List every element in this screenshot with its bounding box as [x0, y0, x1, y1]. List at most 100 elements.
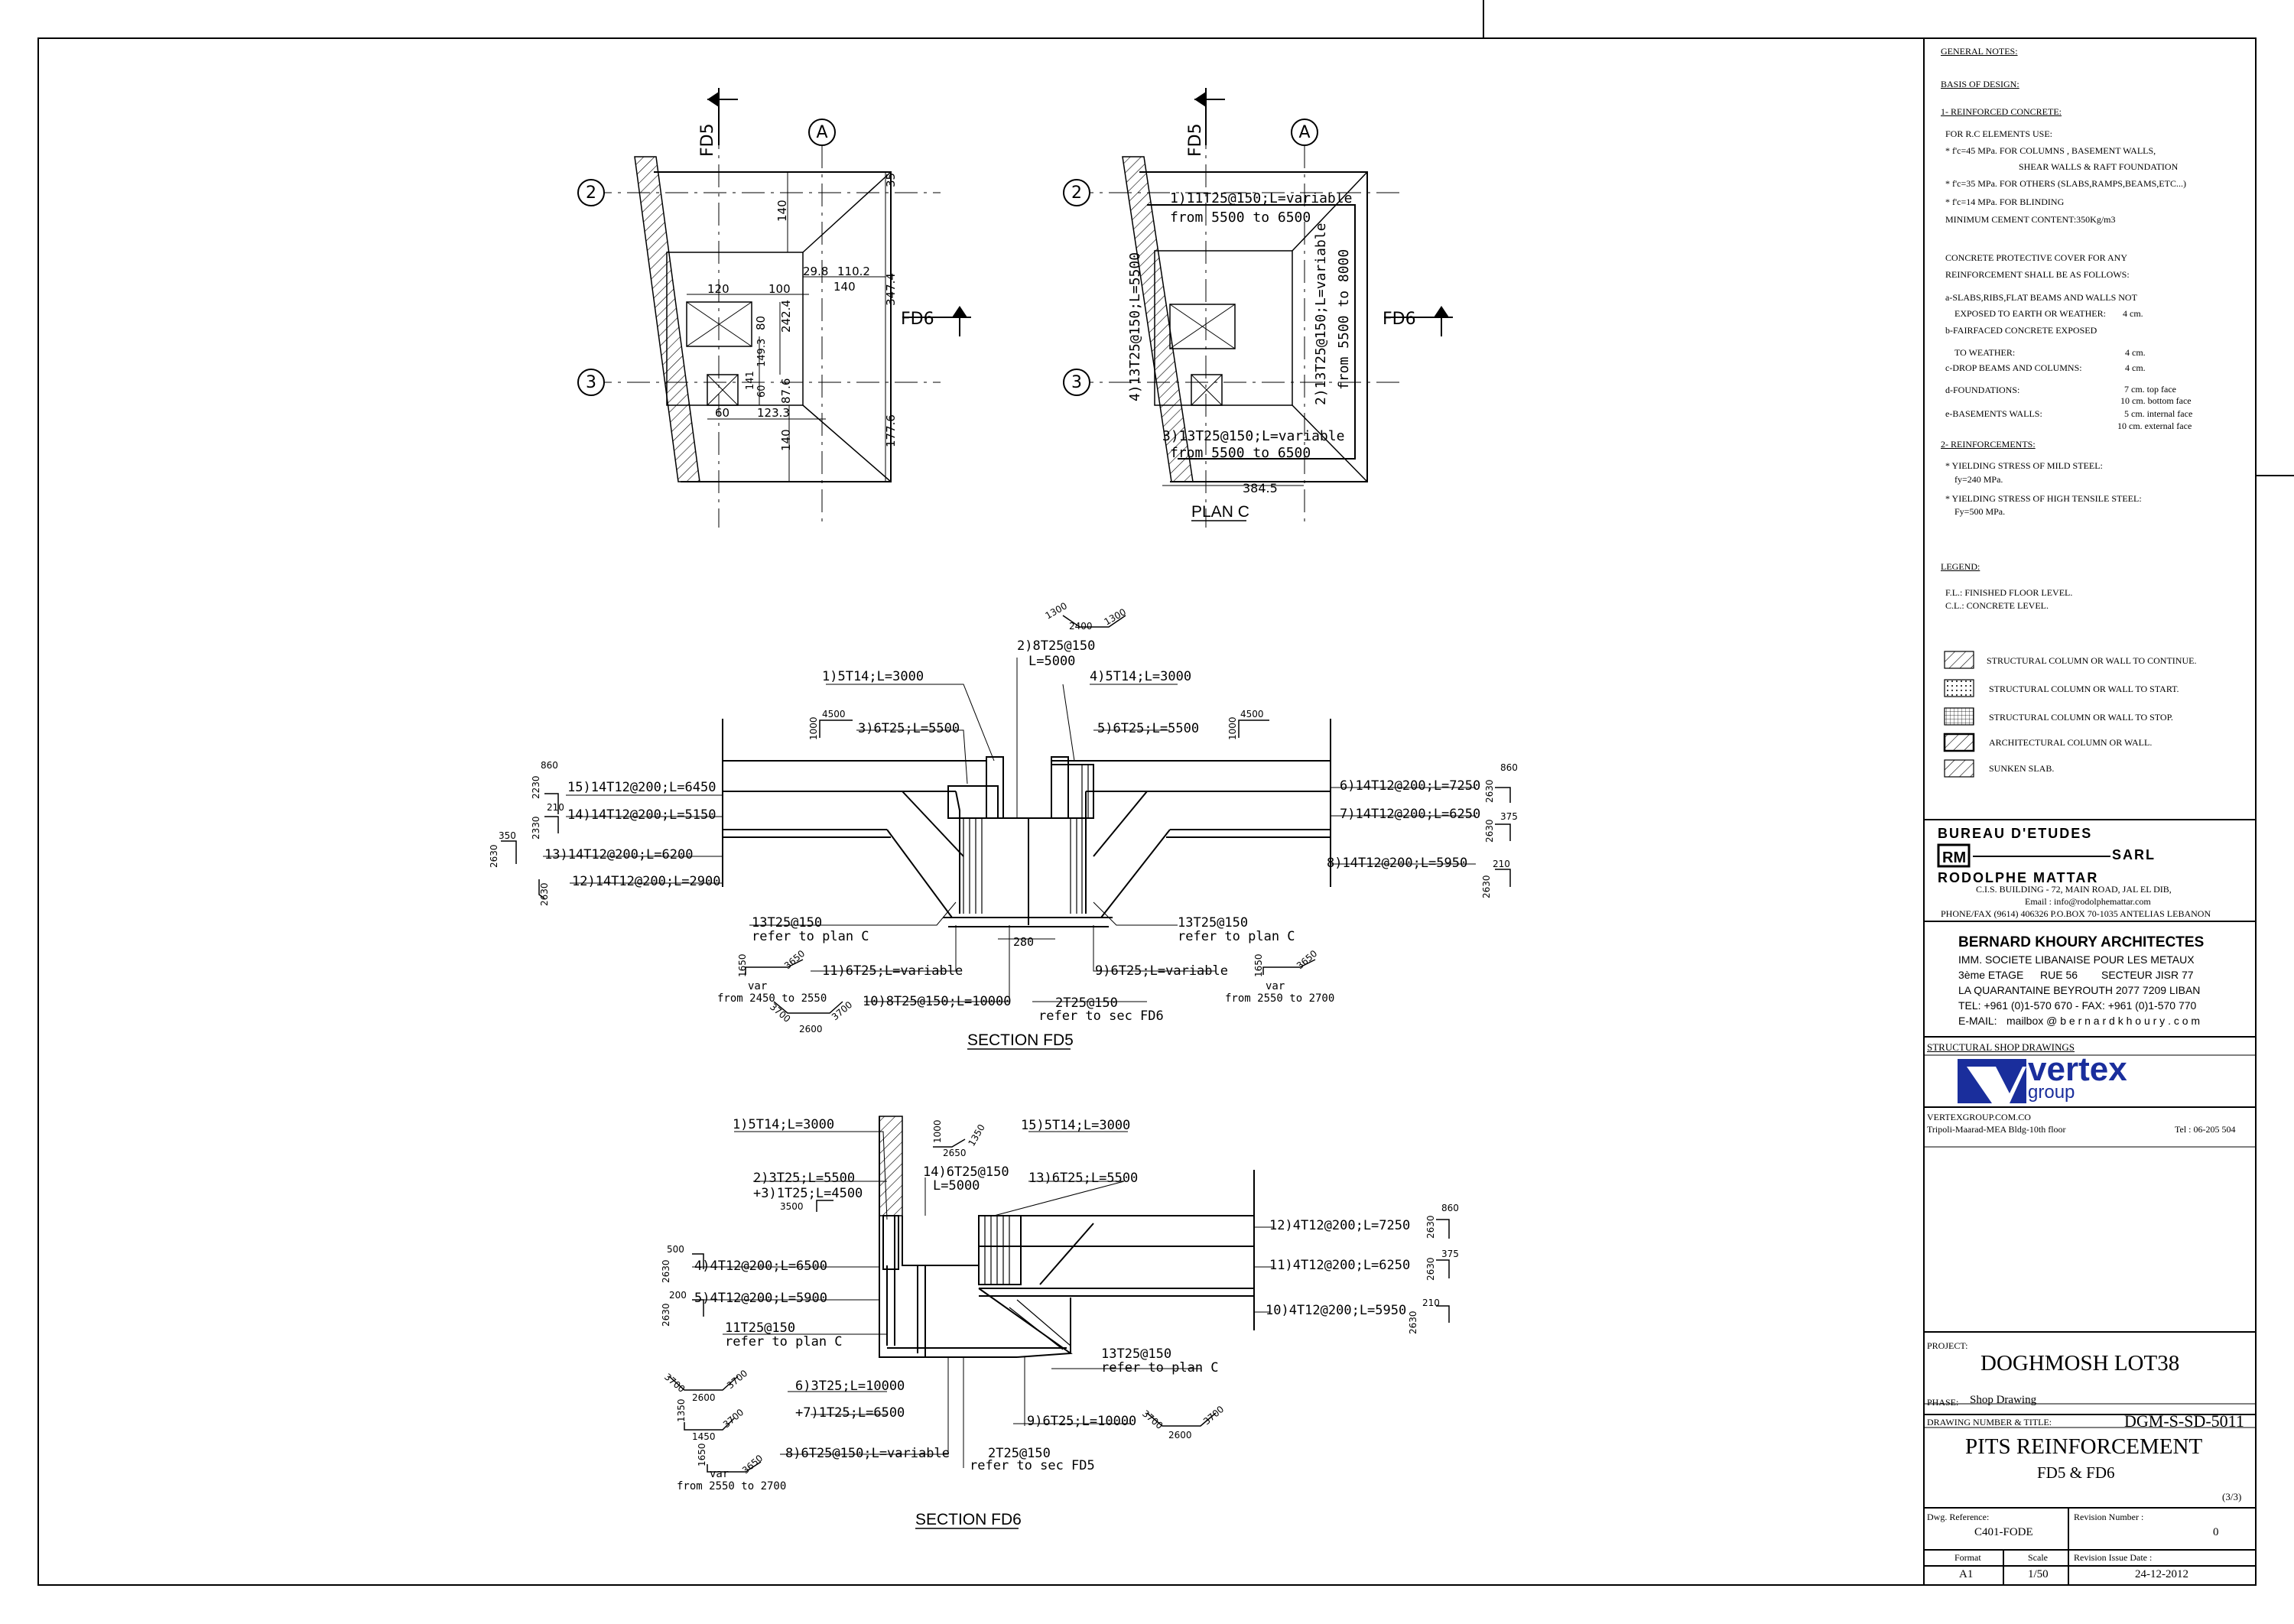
svg-text:3700: 3700	[725, 1368, 749, 1391]
legend-item: STRUCTURAL COLUMN OR WALL TO STOP.	[1989, 712, 2173, 723]
svg-text:1450: 1450	[692, 1431, 716, 1442]
consultant-name-1: BUREAU D'ETUDES	[1938, 826, 2093, 841]
svg-text:4)4T12@200;L=6500: 4)4T12@200;L=6500	[694, 1259, 827, 1274]
svg-text:375: 375	[1441, 1249, 1459, 1259]
phase-value: Shop Drawing	[1970, 1394, 2037, 1406]
svg-text:2630: 2630	[1425, 1257, 1436, 1281]
ref-label: Dwg. Reference:	[1927, 1512, 1990, 1522]
svg-text:14)6T25@150: 14)6T25@150	[923, 1164, 1009, 1180]
svg-text:120: 120	[707, 282, 729, 296]
svg-text:2T25@150: 2T25@150	[1055, 996, 1118, 1011]
svg-text:1650: 1650	[697, 1443, 707, 1466]
svg-text:6)3T25;L=10000: 6)3T25;L=10000	[795, 1379, 905, 1394]
svg-text:11)4T12@200;L=6250: 11)4T12@200;L=6250	[1269, 1258, 1410, 1273]
svg-text:1000: 1000	[932, 1119, 943, 1143]
svg-text:3700: 3700	[768, 1002, 792, 1025]
vertex-logo-icon	[1958, 1059, 2026, 1103]
svg-text:+7)1T25;L=6500: +7)1T25;L=6500	[795, 1405, 905, 1421]
consultant-address: C.I.S. BUILDING - 72, MAIN ROAD, JAL EL …	[1976, 884, 2172, 895]
svg-text:var: var	[710, 1468, 729, 1480]
svg-text:29.8: 29.8	[803, 265, 828, 278]
svg-text:2: 2	[586, 184, 596, 203]
svg-text:4)5T14;L=3000: 4)5T14;L=3000	[1090, 669, 1191, 684]
svg-text:15)14T12@200;L=6450: 15)14T12@200;L=6450	[567, 780, 716, 795]
svg-text:140: 140	[779, 429, 793, 451]
rev-value: 0	[2213, 1526, 2219, 1538]
notes-line: EXPOSED TO EARTH OR WEATHER:	[1954, 308, 2106, 319]
svg-text:2630: 2630	[539, 882, 550, 906]
notes-value: Fy=500 MPa.	[1954, 506, 2006, 517]
notes-line: SHEAR WALLS & RAFT FOUNDATION	[2019, 161, 2179, 172]
notes-line: d-FOUNDATIONS:	[1945, 385, 2020, 395]
svg-text:2T25@150: 2T25@150	[988, 1446, 1051, 1461]
svg-text:12)4T12@200;L=7250: 12)4T12@200;L=7250	[1269, 1218, 1410, 1233]
notes-line: CONCRETE PROTECTIVE COVER FOR ANY	[1945, 252, 2128, 263]
notes-line: b-FAIRFACED CONCRETE EXPOSED	[1945, 325, 2097, 336]
title-block-lines	[1924, 819, 2256, 1585]
notes-value: 4 cm.	[2125, 347, 2146, 358]
svg-text:4500: 4500	[1240, 709, 1264, 719]
contractor-tel: Tel : 06-205 504	[2175, 1124, 2236, 1135]
svg-text:500: 500	[667, 1244, 684, 1255]
svg-text:5)4T12@200;L=5900: 5)4T12@200;L=5900	[694, 1291, 827, 1306]
svg-text:3650: 3650	[740, 1453, 765, 1476]
notes-value: 4 cm.	[2123, 308, 2143, 319]
svg-text:4500: 4500	[822, 709, 846, 719]
notes-line: a-SLABS,RIBS,FLAT BEAMS AND WALLS NOT	[1945, 292, 2137, 303]
architect-line: 3ème ETAGE	[1958, 969, 2024, 981]
architect-name: BERNARD KHOURY ARCHITECTES	[1958, 934, 2205, 950]
svg-text:3)13T25@150;L=variable: 3)13T25@150;L=variable	[1162, 428, 1344, 444]
format-label: Format	[1954, 1552, 1981, 1563]
legend-item: STRUCTURAL COLUMN OR WALL TO CONTINUE.	[1987, 655, 2197, 666]
svg-text:11T25@150: 11T25@150	[725, 1320, 795, 1336]
svg-text:140: 140	[775, 200, 789, 222]
svg-text:35: 35	[884, 173, 898, 187]
svg-text:refer to plan C: refer to plan C	[1178, 929, 1295, 944]
svg-text:7)14T12@200;L=6250: 7)14T12@200;L=6250	[1340, 807, 1480, 822]
svg-text:12)14T12@200;L=2900: 12)14T12@200;L=2900	[572, 874, 720, 889]
svg-text:var: var	[1266, 980, 1285, 992]
notes-value: 5 cm. internal face	[2124, 408, 2193, 419]
svg-text:1)5T14;L=3000: 1)5T14;L=3000	[733, 1117, 834, 1132]
svg-text:FD6: FD6	[901, 310, 934, 329]
svg-text:FD6: FD6	[1383, 310, 1416, 329]
svg-text:from 2550 to 2700: from 2550 to 2700	[677, 1480, 786, 1492]
drawing-number: DGM-S-SD-5011	[2124, 1411, 2244, 1431]
notes-line: * f'c=14 MPa. FOR BLINDING	[1945, 197, 2065, 207]
consultant-email: Email : info@rodolphemattar.com	[2025, 896, 2151, 907]
svg-text:from 5500 to 8000: from 5500 to 8000	[1336, 249, 1352, 390]
vertex-logo-sub: group	[2028, 1082, 2075, 1103]
project-name: DOGHMOSH LOT38	[1980, 1351, 2180, 1376]
section-fd6: 1)5T14;L=3000 2)3T25;L=5500 +3)1T25;L=45…	[661, 1116, 1459, 1529]
title-block: GENERAL NOTES: BASIS OF DESIGN: 1- REINF…	[1924, 38, 2256, 1585]
legend-swatches	[1943, 651, 1975, 778]
legend-item: SUNKEN SLAB.	[1989, 763, 2055, 774]
svg-text:2630: 2630	[489, 844, 499, 868]
notes-line: c-DROP BEAMS AND COLUMNS:	[1945, 362, 2082, 373]
svg-text:4)13T25@150;L=5500: 4)13T25@150;L=5500	[1127, 252, 1143, 401]
svg-text:3: 3	[1071, 373, 1082, 392]
svg-text:8)6T25@150;L=variable: 8)6T25@150;L=variable	[785, 1446, 950, 1461]
date-value: 24-12-2012	[2135, 1568, 2188, 1580]
svg-text:1650: 1650	[1253, 953, 1264, 977]
notes-line: * f'c=45 MPa. FOR COLUMNS , BASEMENT WAL…	[1945, 145, 2156, 156]
svg-text:+3)1T25;L=4500: +3)1T25;L=4500	[753, 1186, 863, 1201]
consultant-name-2: RODOLPHE MATTAR	[1938, 870, 2099, 885]
svg-text:13T25@150: 13T25@150	[1101, 1346, 1171, 1362]
svg-text:14)14T12@200;L=5150: 14)14T12@200;L=5150	[567, 807, 716, 823]
svg-text:9)6T25;L=10000: 9)6T25;L=10000	[1027, 1414, 1136, 1429]
svg-text:3700: 3700	[662, 1372, 687, 1395]
architect-line: SECTEUR JISR 77	[2101, 969, 2194, 981]
scale-value: 1/50	[2028, 1568, 2049, 1580]
svg-text:2400: 2400	[1069, 621, 1093, 632]
contractor-header: STRUCTURAL SHOP DRAWINGS	[1927, 1041, 2075, 1053]
notes-rc-heading: 1- REINFORCED CONCRETE:	[1941, 106, 2062, 117]
svg-text:3)6T25;L=5500: 3)6T25;L=5500	[858, 721, 960, 736]
architect-line: RUE 56	[2040, 969, 2078, 981]
svg-text:1650: 1650	[737, 953, 748, 977]
drawing-title: PITS REINFORCEMENT	[1965, 1434, 2203, 1459]
svg-text:1350: 1350	[966, 1122, 986, 1148]
svg-text:80: 80	[754, 316, 768, 330]
drawing-subtitle: FD5 & FD6	[2037, 1463, 2115, 1482]
